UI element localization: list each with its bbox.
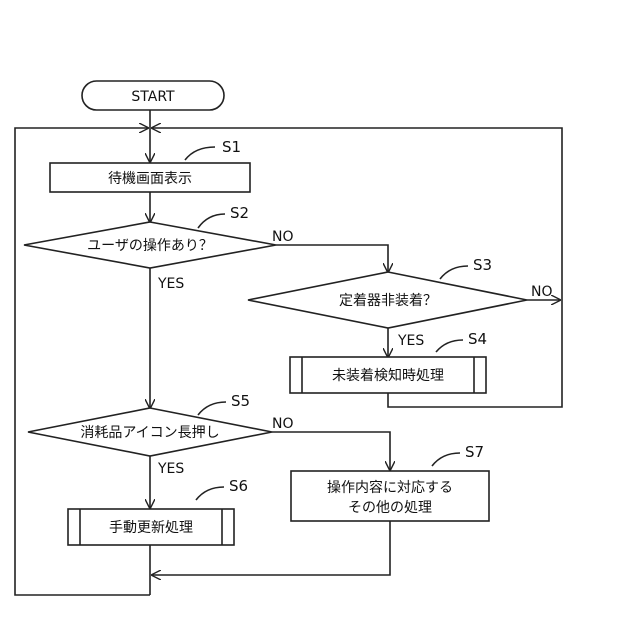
step-s5-leader (198, 402, 226, 415)
step-s3-id: S3 (473, 256, 492, 274)
step-s4-leader (436, 340, 463, 352)
step-s2: ユーザの操作あり？ S2 NO YES (24, 204, 294, 292)
step-s6: 手動更新処理 S6 (68, 477, 248, 545)
step-s2-yes-label: YES (157, 276, 184, 292)
step-s3-label: 定着器非装着？ (339, 293, 437, 309)
step-s7-label-line2: その他の処理 (348, 500, 432, 516)
step-s5-label: 消耗品アイコン長押し (80, 425, 219, 441)
step-s7-leader (432, 453, 460, 466)
step-s7-id: S7 (465, 443, 484, 461)
step-s5-yes-label: YES (157, 461, 184, 477)
step-s2-no-label: NO (272, 229, 294, 245)
step-s3: 定着器非装着？ S3 NO YES (248, 256, 553, 349)
loop-right-return (152, 128, 562, 300)
step-s6-leader (196, 487, 224, 500)
step-s4-label: 未装着検知時処理 (332, 367, 444, 384)
step-s1-leader (185, 147, 215, 160)
step-s3-yes-label: YES (397, 333, 424, 349)
step-s6-id: S6 (229, 477, 248, 495)
step-s7-label-line1: 操作内容に対応する (327, 479, 453, 496)
start-terminal: START (82, 81, 224, 110)
step-s5-no-label: NO (272, 416, 294, 432)
arrow-s5-no-to-s7 (272, 432, 390, 470)
step-s3-leader (440, 266, 468, 279)
step-s2-label: ユーザの操作あり？ (87, 238, 213, 254)
step-s4-id: S4 (468, 330, 487, 348)
step-s3-no-label: NO (531, 284, 553, 300)
step-s1-label: 待機画面表示 (108, 171, 192, 187)
step-s6-label: 手動更新処理 (109, 520, 193, 536)
step-s2-leader (198, 214, 225, 228)
arrow-s2-no-to-s3 (276, 245, 388, 272)
start-label: START (131, 89, 175, 105)
step-s5-id: S5 (231, 392, 250, 410)
step-s1-id: S1 (222, 138, 241, 156)
step-s5: 消耗品アイコン長押し S5 NO YES (28, 392, 294, 477)
step-s2-id: S2 (230, 204, 249, 222)
